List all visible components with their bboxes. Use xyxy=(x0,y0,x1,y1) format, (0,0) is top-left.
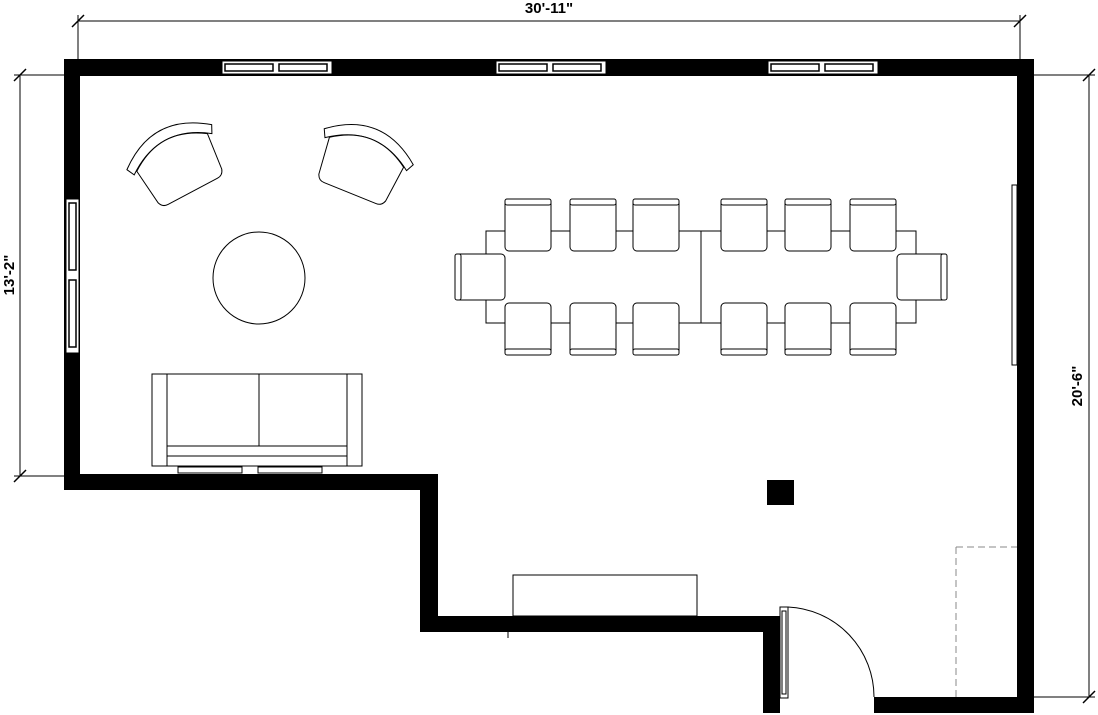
wall-notch-vertical xyxy=(420,474,438,632)
wall-notch-bottom xyxy=(420,616,780,632)
chairs-top-row xyxy=(504,198,897,252)
wall-lower-left xyxy=(64,474,438,490)
dimension-right-label: 20'-6" xyxy=(1069,366,1086,407)
chair-end-left xyxy=(454,253,506,301)
credenza xyxy=(507,574,698,638)
door xyxy=(779,606,875,699)
wall-right xyxy=(1017,59,1034,713)
dimension-left: 13'-2" xyxy=(1,68,66,483)
dimension-right: 20'-6" xyxy=(1034,68,1096,704)
round-table xyxy=(212,231,306,325)
chairs-bottom-row xyxy=(504,302,897,356)
column xyxy=(767,480,794,505)
chair-end-right xyxy=(896,253,948,301)
dimension-left-label: 13'-2" xyxy=(1,255,18,296)
windows-top xyxy=(221,60,879,75)
windows-left xyxy=(65,198,80,354)
wall-door-jamb-left xyxy=(763,616,780,713)
armchair-left xyxy=(126,122,223,207)
wall-bottom-right xyxy=(874,697,1034,713)
conference-table xyxy=(485,230,917,324)
dimension-top: 30'-11" xyxy=(71,0,1027,62)
armchair-right xyxy=(318,124,414,205)
wall-screen xyxy=(1011,184,1018,366)
dimension-width-label: 30'-11" xyxy=(525,0,573,17)
dashed-area xyxy=(955,546,1017,697)
sofa xyxy=(151,373,363,474)
